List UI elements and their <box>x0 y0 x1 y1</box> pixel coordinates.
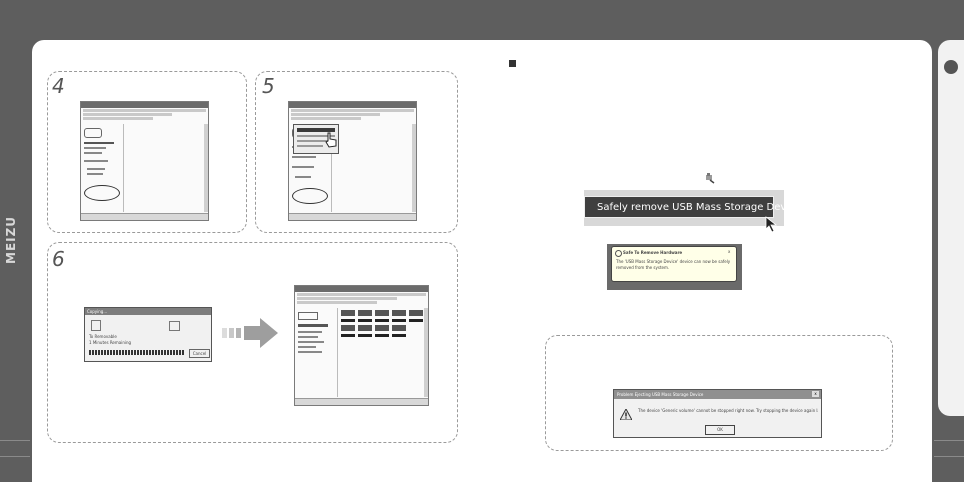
copying-line2: 1 Minutes Remaining <box>89 340 132 345</box>
problem-ejecting-dialog: Problem Ejecting USB Mass Storage Device… <box>613 389 822 438</box>
info-icon <box>615 250 622 257</box>
copying-title: Copying... <box>87 309 108 314</box>
divider-right-2 <box>934 456 964 457</box>
divider-right-1 <box>934 440 964 441</box>
step6-explorer-window <box>294 285 429 406</box>
step4-box <box>47 71 247 233</box>
step5-explorer-window <box>288 101 417 221</box>
bullet-square <box>509 60 516 67</box>
step5-number: 5 <box>262 74 275 98</box>
copying-line1: To Removable <box>89 334 117 339</box>
step5-box <box>255 71 458 233</box>
balloon-line2: removed from the system. <box>616 265 670 270</box>
ok-button[interactable]: OK <box>705 425 735 435</box>
folder-icon <box>91 320 101 331</box>
error-close-button[interactable]: x <box>812 391 819 397</box>
step4-number: 4 <box>52 74 65 98</box>
balloon-title: Safe To Remove Hardware <box>623 250 683 255</box>
mouse-cursor-icon <box>765 216 783 238</box>
step6-number: 6 <box>52 247 65 271</box>
safe-to-remove-balloon: Safe To Remove Hardware The 'USB Mass St… <box>611 246 737 282</box>
file-icon-grid <box>341 310 423 342</box>
context-menu <box>293 124 339 154</box>
copy-progress-bar <box>89 350 184 355</box>
drive-icon <box>84 128 102 138</box>
highlight-ellipse <box>84 185 120 201</box>
step6-box <box>47 242 458 443</box>
error-dialog-title: Problem Ejecting USB Mass Storage Device <box>617 392 704 397</box>
balloon-line1: The 'USB Mass Storage Device' device can… <box>616 259 731 264</box>
cancel-button[interactable]: Cancel <box>189 349 210 358</box>
safely-remove-hardware-icon <box>704 169 716 184</box>
error-note-box <box>545 335 893 451</box>
tab-dot <box>944 60 958 74</box>
step4-explorer-window <box>80 101 209 221</box>
safely-remove-label: Safely remove USB Mass Storage Device - … <box>597 202 852 213</box>
balloon-close-button[interactable]: x <box>728 249 731 254</box>
side-tab <box>938 40 964 416</box>
arrow-right-icon <box>222 318 278 352</box>
divider-left-2 <box>0 456 30 457</box>
warning-icon <box>619 405 633 424</box>
divider-left-1 <box>0 440 30 441</box>
pointer-hand-icon <box>324 132 338 148</box>
error-message: The device 'Generic volume' cannot be st… <box>638 408 818 413</box>
copying-dialog: Copying... To Removable 1 Minutes Remain… <box>84 307 212 362</box>
safely-remove-menu-item[interactable]: Safely remove USB Mass Storage Device - … <box>584 196 852 218</box>
brand-logo: MEIZU <box>4 215 18 265</box>
document-icon <box>169 321 180 331</box>
